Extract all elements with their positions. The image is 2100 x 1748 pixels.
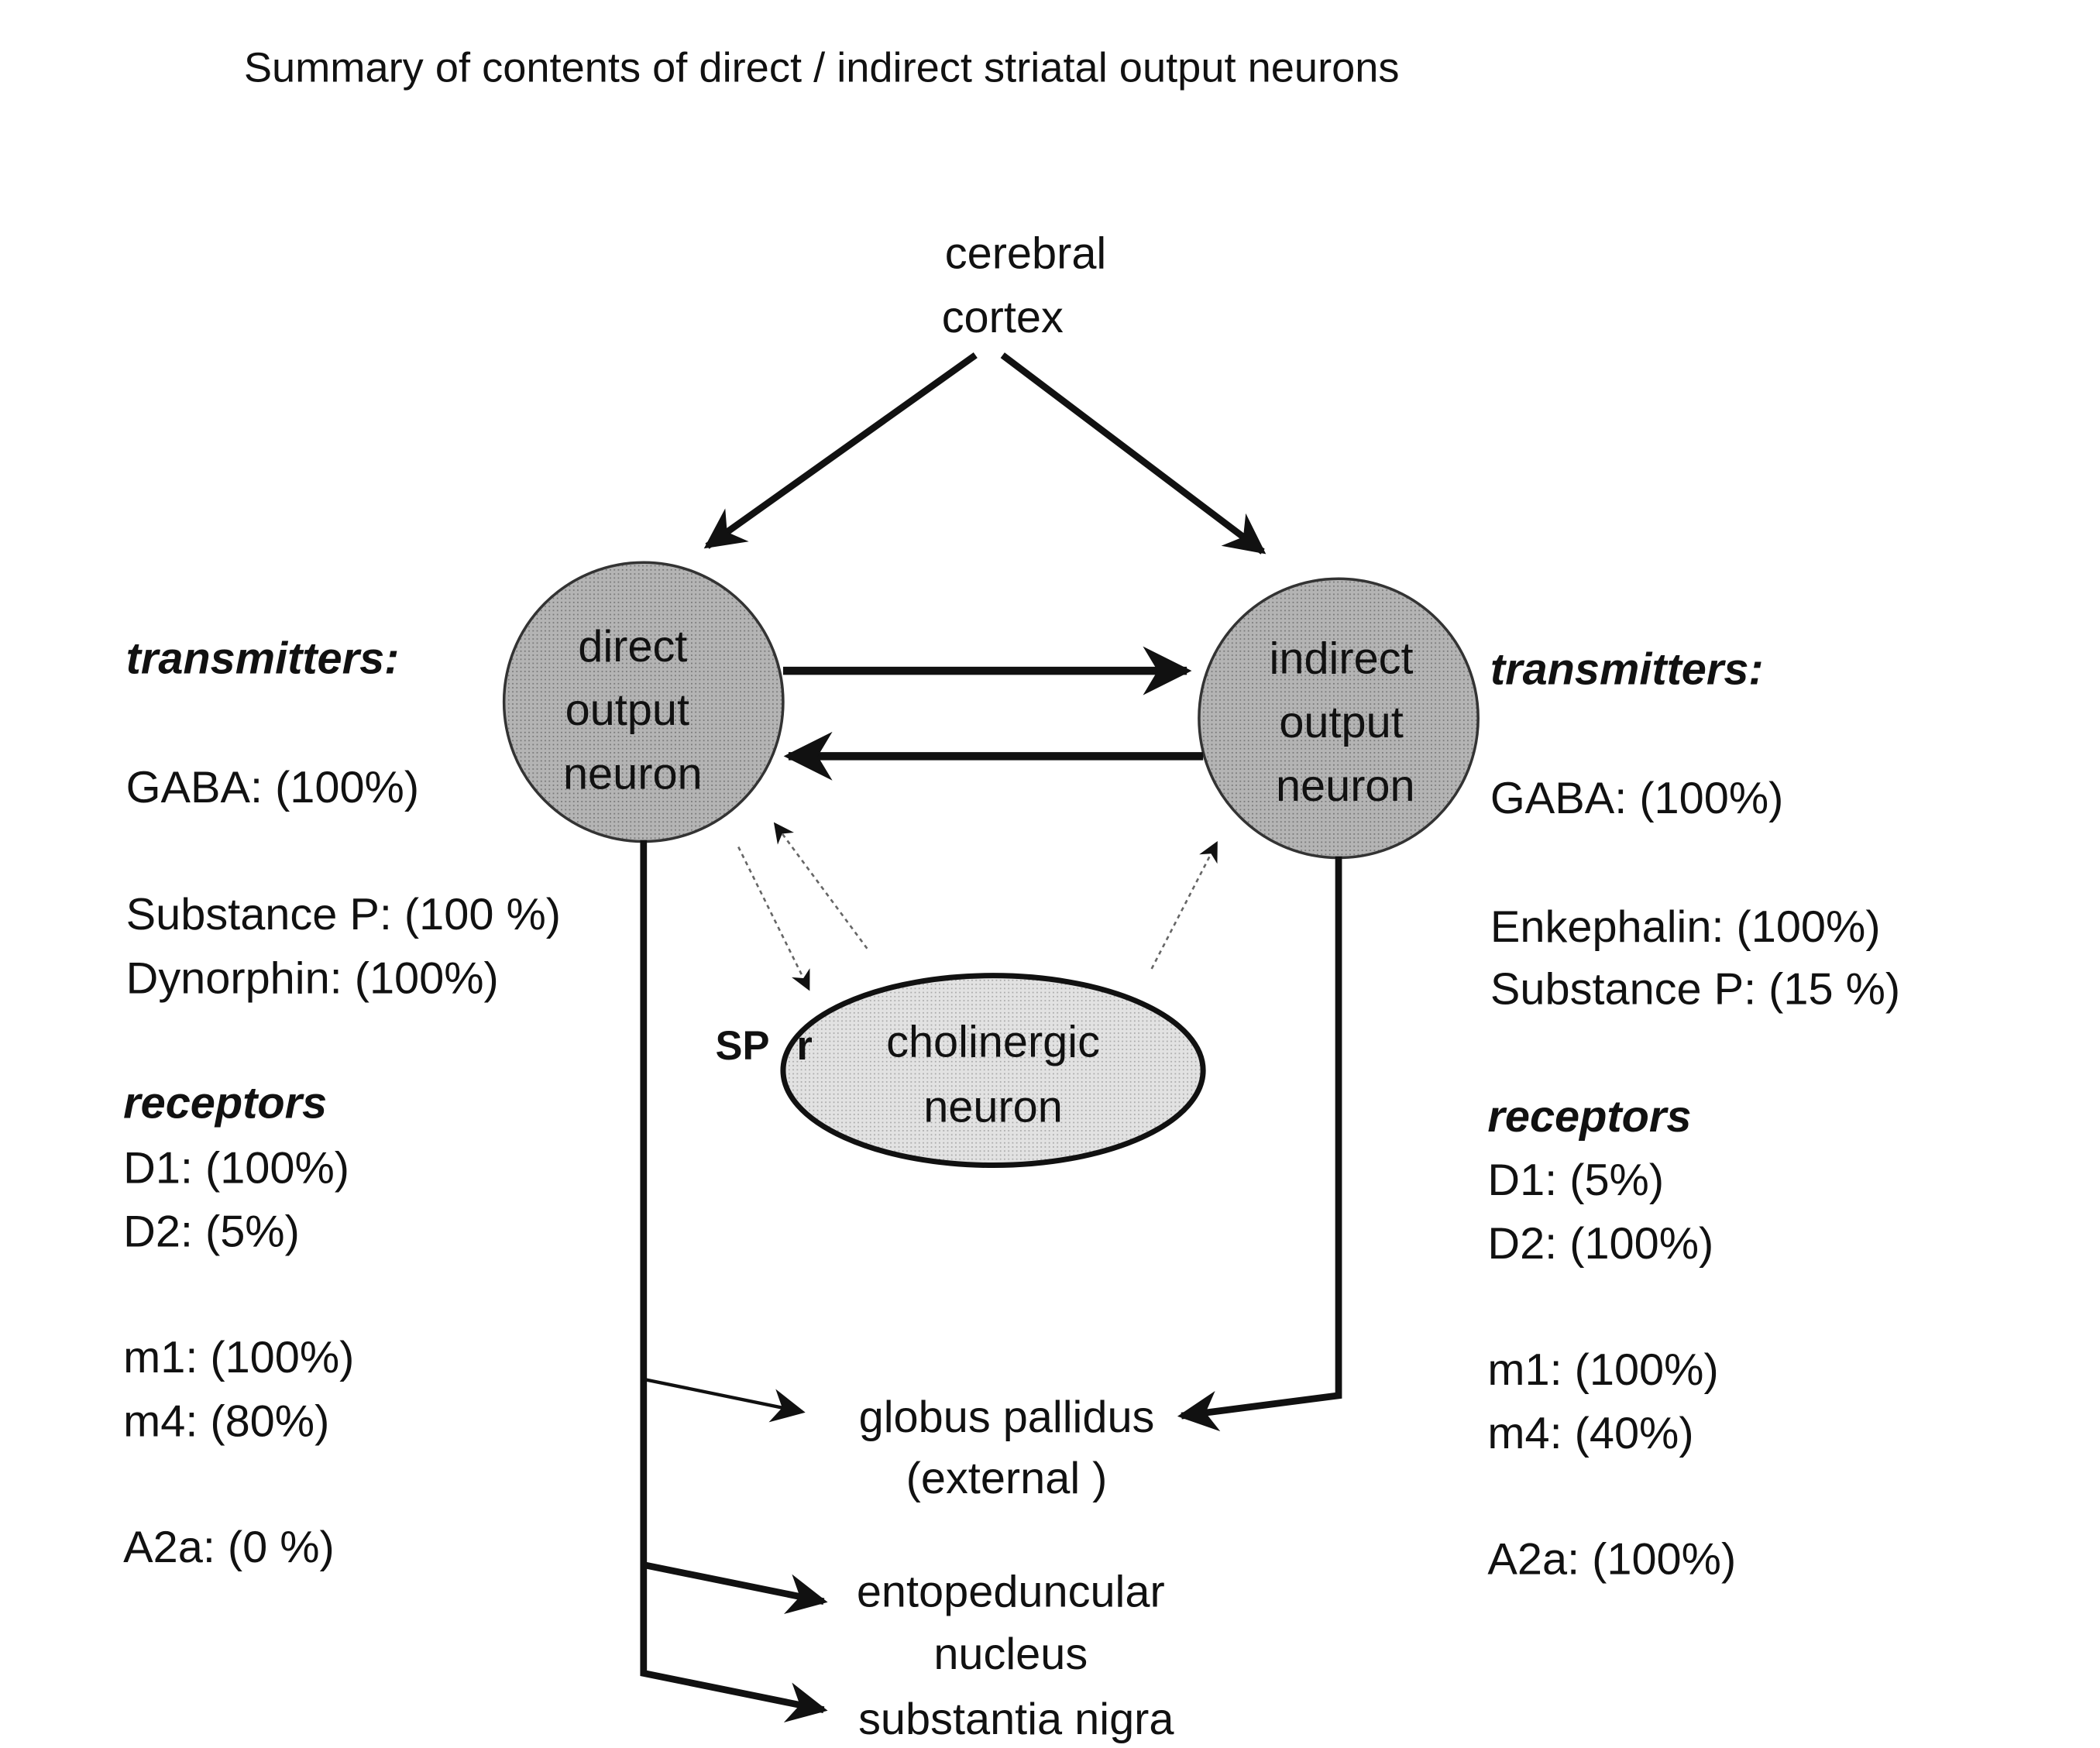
receptor-item: m4: (40%) xyxy=(1487,1409,1693,1458)
indirect-neuron-label: indirect xyxy=(1270,634,1414,684)
indirect-neuron-label: neuron xyxy=(1276,761,1415,811)
receptor-item: D2: (5%) xyxy=(123,1207,300,1256)
direct-neuron-label: neuron xyxy=(563,749,703,798)
diagram-title: Summary of contents of direct / indirect… xyxy=(244,44,1400,91)
cortex-label-line2: cortex xyxy=(942,293,1064,342)
cortex-label-line1: cerebral xyxy=(945,229,1106,279)
receptor-item: A2a: (0 %) xyxy=(123,1523,335,1572)
direct-to-entopeduncular-arrow xyxy=(642,1561,828,1615)
receptors-heading: receptors xyxy=(123,1078,327,1128)
transmitter-item: GABA: (100%) xyxy=(1490,774,1783,823)
direct-to-cholinergic-arrow xyxy=(737,846,810,991)
receptor-item: A2a: (100%) xyxy=(1487,1535,1736,1585)
cortex-to-indirect-arrow xyxy=(1000,352,1267,555)
receptor-item: m1: (100%) xyxy=(123,1333,354,1382)
entopeduncular-label: entopeduncular xyxy=(857,1568,1165,1617)
transmitter-item: Substance P: (100 %) xyxy=(126,890,561,939)
direct-neuron-label: output xyxy=(565,685,689,735)
indirect-neuron-label: output xyxy=(1279,698,1403,747)
entopeduncular-label: nucleus xyxy=(933,1630,1088,1679)
receptor-item: D2: (100%) xyxy=(1487,1219,1713,1269)
direct-neuron-contents: transmitters: GABA: (100%) Substance P: … xyxy=(123,634,561,1572)
transmitters-heading: transmitters: xyxy=(1490,645,1764,695)
indirect-output-neuron: indirect output neuron xyxy=(1198,577,1480,860)
direct-to-globus-pallidus-arrow xyxy=(643,1377,806,1423)
cholinergic-neuron: cholinergic neuron xyxy=(780,973,1206,1169)
receptor-item: D1: (5%) xyxy=(1487,1156,1664,1205)
cholinergic-to-direct-arrow xyxy=(773,822,868,950)
direct-to-substantia-nigra-arrow xyxy=(640,840,828,1722)
cholinergic-label: cholinergic xyxy=(886,1018,1100,1067)
indirect-neuron-contents: transmitters: GABA: (100%) Enkephalin: (… xyxy=(1487,645,1900,1585)
receptor-r-label: r xyxy=(796,1024,812,1069)
transmitter-item: Enkephalin: (100%) xyxy=(1490,902,1881,952)
transmitter-item: Dynorphin: (100%) xyxy=(126,953,499,1003)
cholinergic-to-indirect-arrow xyxy=(1150,840,1218,970)
receptor-item: D1: (100%) xyxy=(123,1143,349,1193)
direct-output-neuron: direct output neuron xyxy=(502,561,785,843)
indirect-to-globus-pallidus-arrow xyxy=(1177,856,1342,1432)
globus-pallidus-label: globus pallidus xyxy=(859,1393,1155,1442)
cortex-to-direct-arrow xyxy=(703,352,978,549)
transmitter-item: Substance P: (15 %) xyxy=(1490,964,1900,1014)
transmitter-item: GABA: (100%) xyxy=(126,763,419,812)
globus-pallidus-label: (external ) xyxy=(906,1454,1108,1503)
substantia-nigra-label: substantia nigra xyxy=(858,1695,1174,1744)
direct-neuron-label: direct xyxy=(578,622,687,671)
receptor-item: m1: (100%) xyxy=(1487,1345,1718,1395)
sp-receptor-label: SP xyxy=(715,1024,769,1069)
receptors-heading: receptors xyxy=(1487,1092,1691,1142)
transmitters-heading: transmitters: xyxy=(126,634,400,684)
receptor-item: m4: (80%) xyxy=(123,1396,329,1446)
cholinergic-label: neuron xyxy=(923,1083,1063,1132)
